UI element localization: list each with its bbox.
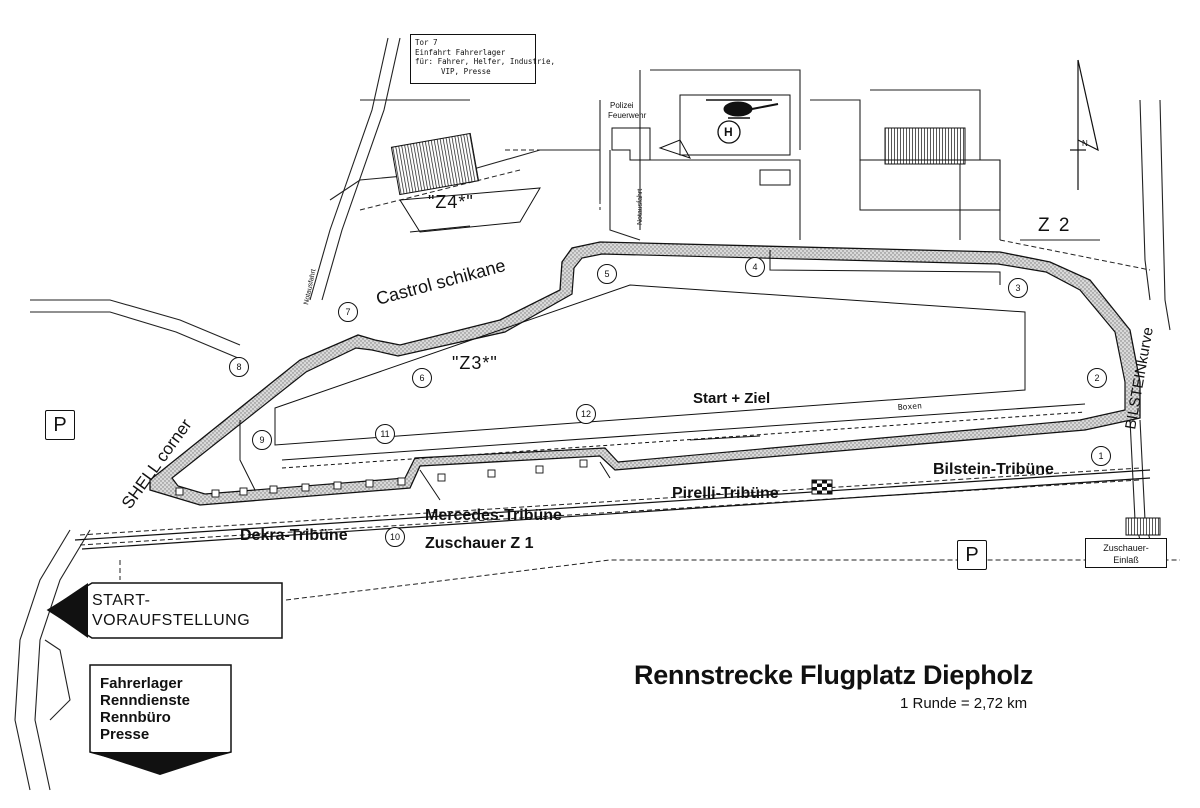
fire-dept-label: Feuerwehr [608,111,647,120]
post-number-10: 10 [385,527,405,547]
buildings [390,94,1161,536]
parking-sign-left: P [45,410,75,440]
post-number-1: 1 [1091,446,1111,466]
post-number-11: 11 [375,424,395,444]
paddock-line-4: Presse [100,726,150,743]
checkered-flag-icon [811,479,833,495]
bilstein-tribune-label: Bilstein-Tribüne [933,461,1054,478]
north-arrow-icon [1070,59,1099,190]
zone-z3-label: "Z3*" [452,353,498,373]
start-sign-line-2: VORAUFSTELLUNG [92,612,251,629]
post-number-7: 7 [338,302,358,322]
castrol-chicane-label: Castrol schikane [374,255,508,309]
post-number-5: 5 [597,264,617,284]
post-number-12: 12 [576,404,596,424]
post-number-3: 3 [1008,278,1028,298]
notausfahrt-top-label: Notausfahrt [637,189,644,225]
pirelli-tribune-label: Pirelli-Tribüne [672,485,779,502]
start-grid-sign: START- VORAUFSTELLUNG [44,582,282,638]
notausfahrt-left-label: Notausfahrt [303,269,317,306]
paddock-line-1: Fahrerlager [100,675,183,692]
mercedes-tribune-label: Mercedes-Tribüne [425,507,562,524]
post-number-8: 8 [229,357,249,377]
post-number-9: 9 [252,430,272,450]
helicopter-icon [706,99,779,119]
parking-sign-right: P [957,540,987,570]
gate-line-2: Einfahrt Fahrerlager [415,47,506,57]
paddock-sign-shape [89,664,232,775]
gate-line-3: für: Fahrer, Helfer, Industrie, [415,57,555,66]
zone-z2-label: Z 2 [1038,215,1072,236]
spectator-entrance-line-2: Einlaß [1113,555,1139,565]
race-track [149,241,1141,506]
police-label: Polizei [610,101,634,110]
start-finish-label: Start + Ziel [693,390,771,407]
pit-stalls [175,459,588,498]
heliport-h-label: H [724,125,733,139]
paddock-sign: Fahrerlager Renndienste Rennbüro Presse [90,665,231,771]
start-sign-shape [46,582,283,639]
gate-line-4: VIP, Presse [441,66,491,76]
map-title: Rennstrecke Flugplatz Diepholz [634,660,1034,690]
post-number-4: 4 [745,257,765,277]
gate-7-sign: Tor 7 Einfahrt Fahrerlager für: Fahrer, … [410,34,555,84]
spectator-entrance-sign: Zuschauer- Einlaß [1085,538,1167,568]
dekra-tribune-label: Dekra-Tribüne [240,527,348,544]
spectator-z1-label: Zuschauer Z 1 [425,535,534,552]
gate-line-1: Tor 7 [415,38,438,47]
zone-z4-label: "Z4*" [428,192,474,212]
spectator-entrance-line-1: Zuschauer- [1103,543,1149,553]
post-number-6: 6 [412,368,432,388]
post-number-2: 2 [1087,368,1107,388]
heliport-circle [717,120,741,144]
paddock-line-2: Renndienste [100,692,191,709]
paddock-line-3: Rennbüro [100,709,171,726]
north-label: N [1082,139,1088,148]
start-sign-line-1: START- [92,592,151,609]
main-road [74,469,1151,550]
boxen-label: Boxen [898,401,923,412]
infield [239,250,1086,501]
lap-length-label: 1 Runde = 2,72 km [900,695,1028,712]
